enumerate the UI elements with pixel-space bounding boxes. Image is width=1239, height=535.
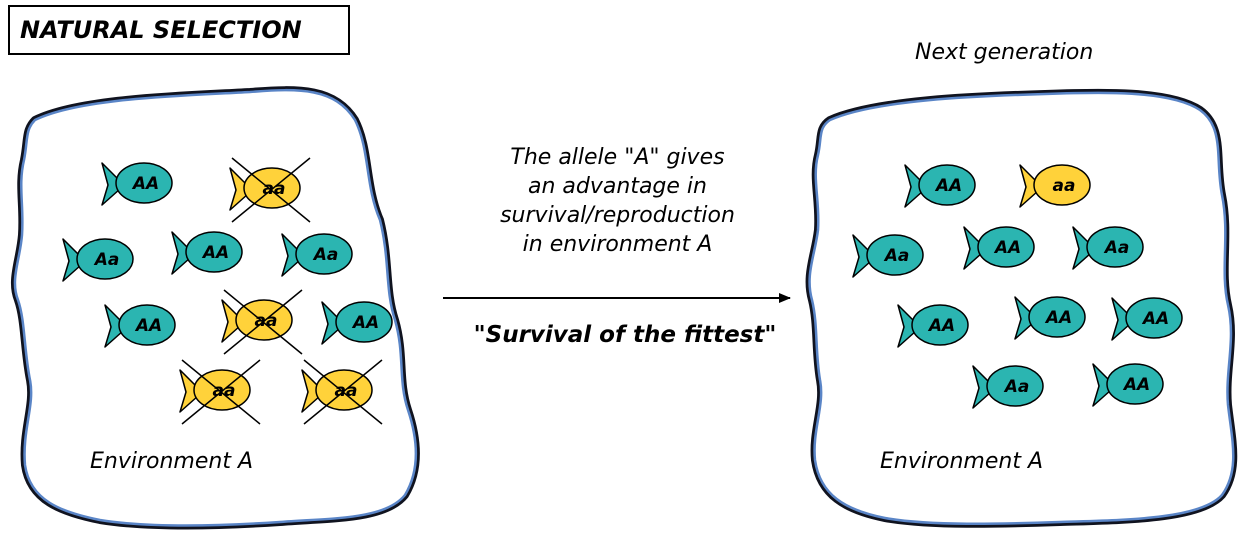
environment-left-label: Environment A [90, 449, 254, 474]
genotype-label: Aa [1003, 377, 1030, 397]
fish-body [76, 238, 134, 280]
fish-left-4: Aa [281, 233, 353, 277]
fish-body [866, 234, 924, 276]
genotype-label: aa [335, 381, 358, 401]
fish-left-3: AA [171, 231, 243, 275]
genotype-label: AA [1141, 309, 1169, 329]
fish-right-4: Aa [1072, 226, 1144, 270]
fish-right-6: AA [1014, 296, 1086, 340]
elimination-cross-line [303, 359, 383, 425]
fish-body [986, 365, 1044, 407]
diagram-title: NATURAL SELECTION [20, 16, 302, 44]
fish-body [1125, 297, 1183, 339]
fish-left-9: aa [301, 359, 383, 425]
explanation-line: in environment A [522, 232, 713, 257]
elimination-cross-line [231, 157, 311, 223]
fish-right-8: Aa [972, 365, 1044, 409]
fish-body [1033, 164, 1091, 206]
fish-body [295, 233, 353, 275]
genotype-label: Aa [883, 246, 910, 266]
fish-left-0: AA [101, 162, 173, 206]
fish-body [977, 226, 1035, 268]
fish-body [1106, 363, 1164, 405]
elimination-cross-line [181, 359, 261, 425]
fish-right-3: AA [963, 226, 1035, 270]
title-box: NATURAL SELECTION [8, 5, 350, 55]
explanation-line: survival/reproduction [500, 203, 735, 228]
genotype-label: aa [213, 381, 236, 401]
genotype-label: AA [131, 174, 159, 194]
fish-left-7: AA [321, 301, 393, 345]
fish-right-5: AA [897, 304, 969, 348]
genotype-label: aa [255, 311, 278, 331]
explanation-line: an advantage in [528, 174, 707, 199]
fish-body [335, 301, 393, 343]
fish-body [911, 304, 969, 346]
elimination-cross-line [223, 289, 303, 355]
fish-left-2: Aa [62, 238, 134, 282]
fish-left-8: aa [179, 359, 261, 425]
genotype-label: AA [351, 313, 379, 333]
genotype-label: AA [1122, 375, 1150, 395]
fish-body [185, 231, 243, 273]
slogan: "Survival of the fittest" [473, 322, 777, 348]
fish-left-6: aa [221, 289, 303, 355]
genotype-label: AA [934, 176, 962, 196]
environment-right-label: Environment A [880, 449, 1044, 474]
explanation-line: The allele "A" gives [510, 145, 725, 170]
genotype-label: aa [1053, 176, 1076, 196]
fish-body [1028, 296, 1086, 338]
fish-right-2: Aa [852, 234, 924, 278]
next-generation-label: Next generation [915, 40, 1094, 65]
genotype-label: Aa [93, 250, 120, 270]
fish-right-0: AA [904, 164, 976, 208]
fish-body [1086, 226, 1144, 268]
explanation-text: The allele "A" gives an advantage in sur… [455, 143, 780, 259]
fish-body [118, 304, 176, 346]
fish-right-1: aa [1019, 164, 1091, 208]
fish-right-7: AA [1111, 297, 1183, 341]
genotype-label: AA [134, 316, 162, 336]
genotype-label: AA [927, 316, 955, 336]
genotype-label: AA [1044, 308, 1072, 328]
fish-body [115, 162, 173, 204]
genotype-label: aa [263, 179, 286, 199]
fish-right-9: AA [1092, 363, 1164, 407]
genotype-label: AA [993, 238, 1021, 258]
environment-left-blob [11, 86, 420, 530]
genotype-label: Aa [312, 245, 339, 265]
fish-left-5: AA [104, 304, 176, 348]
genotype-label: Aa [1103, 238, 1130, 258]
genotype-label: AA [201, 243, 229, 263]
fish-body [918, 164, 976, 206]
fish-left-1: aa [229, 157, 311, 223]
